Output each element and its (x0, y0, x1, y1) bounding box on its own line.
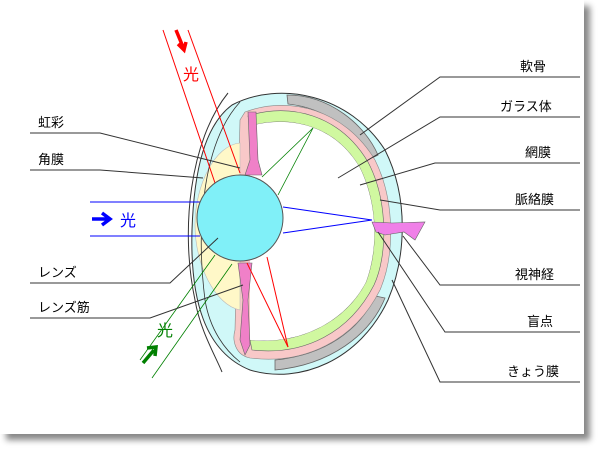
label-lens-muscle: レンズ筋 (38, 300, 90, 316)
red-arrow-icon (174, 29, 188, 54)
green-light-rays (139, 127, 314, 379)
label-retina: 網膜 (525, 146, 551, 161)
cornea-outline (187, 92, 229, 373)
right-leader-lines (337, 76, 580, 383)
green-light-label: 光 (157, 321, 173, 340)
label-cornea: 角膜 (38, 153, 64, 168)
label-cartilage: 軟骨 (520, 59, 546, 75)
label-sclera: きょう膜 (507, 365, 559, 380)
blue-arrow-icon (92, 211, 113, 227)
label-blind-spot: 盲点 (527, 314, 553, 330)
red-light-label: 光 (183, 65, 199, 84)
label-iris: 虹彩 (38, 116, 64, 131)
vitreous-body (250, 121, 375, 341)
blue-light-rays (90, 201, 373, 237)
label-optic-nerve: 視神経 (515, 268, 554, 283)
label-choroid: 脈絡膜 (515, 192, 554, 208)
optic-nerve (371, 221, 426, 241)
lens (196, 174, 284, 262)
label-lens: レンズ (38, 265, 77, 281)
green-arrow-icon (141, 345, 158, 365)
red-light-rays (162, 29, 289, 348)
left-leader-lines (30, 132, 244, 319)
label-vitreous: ガラス体 (500, 100, 552, 115)
iris-top (244, 111, 263, 176)
cornea-outline-inner (200, 101, 241, 363)
blue-light-label: 光 (120, 211, 136, 230)
